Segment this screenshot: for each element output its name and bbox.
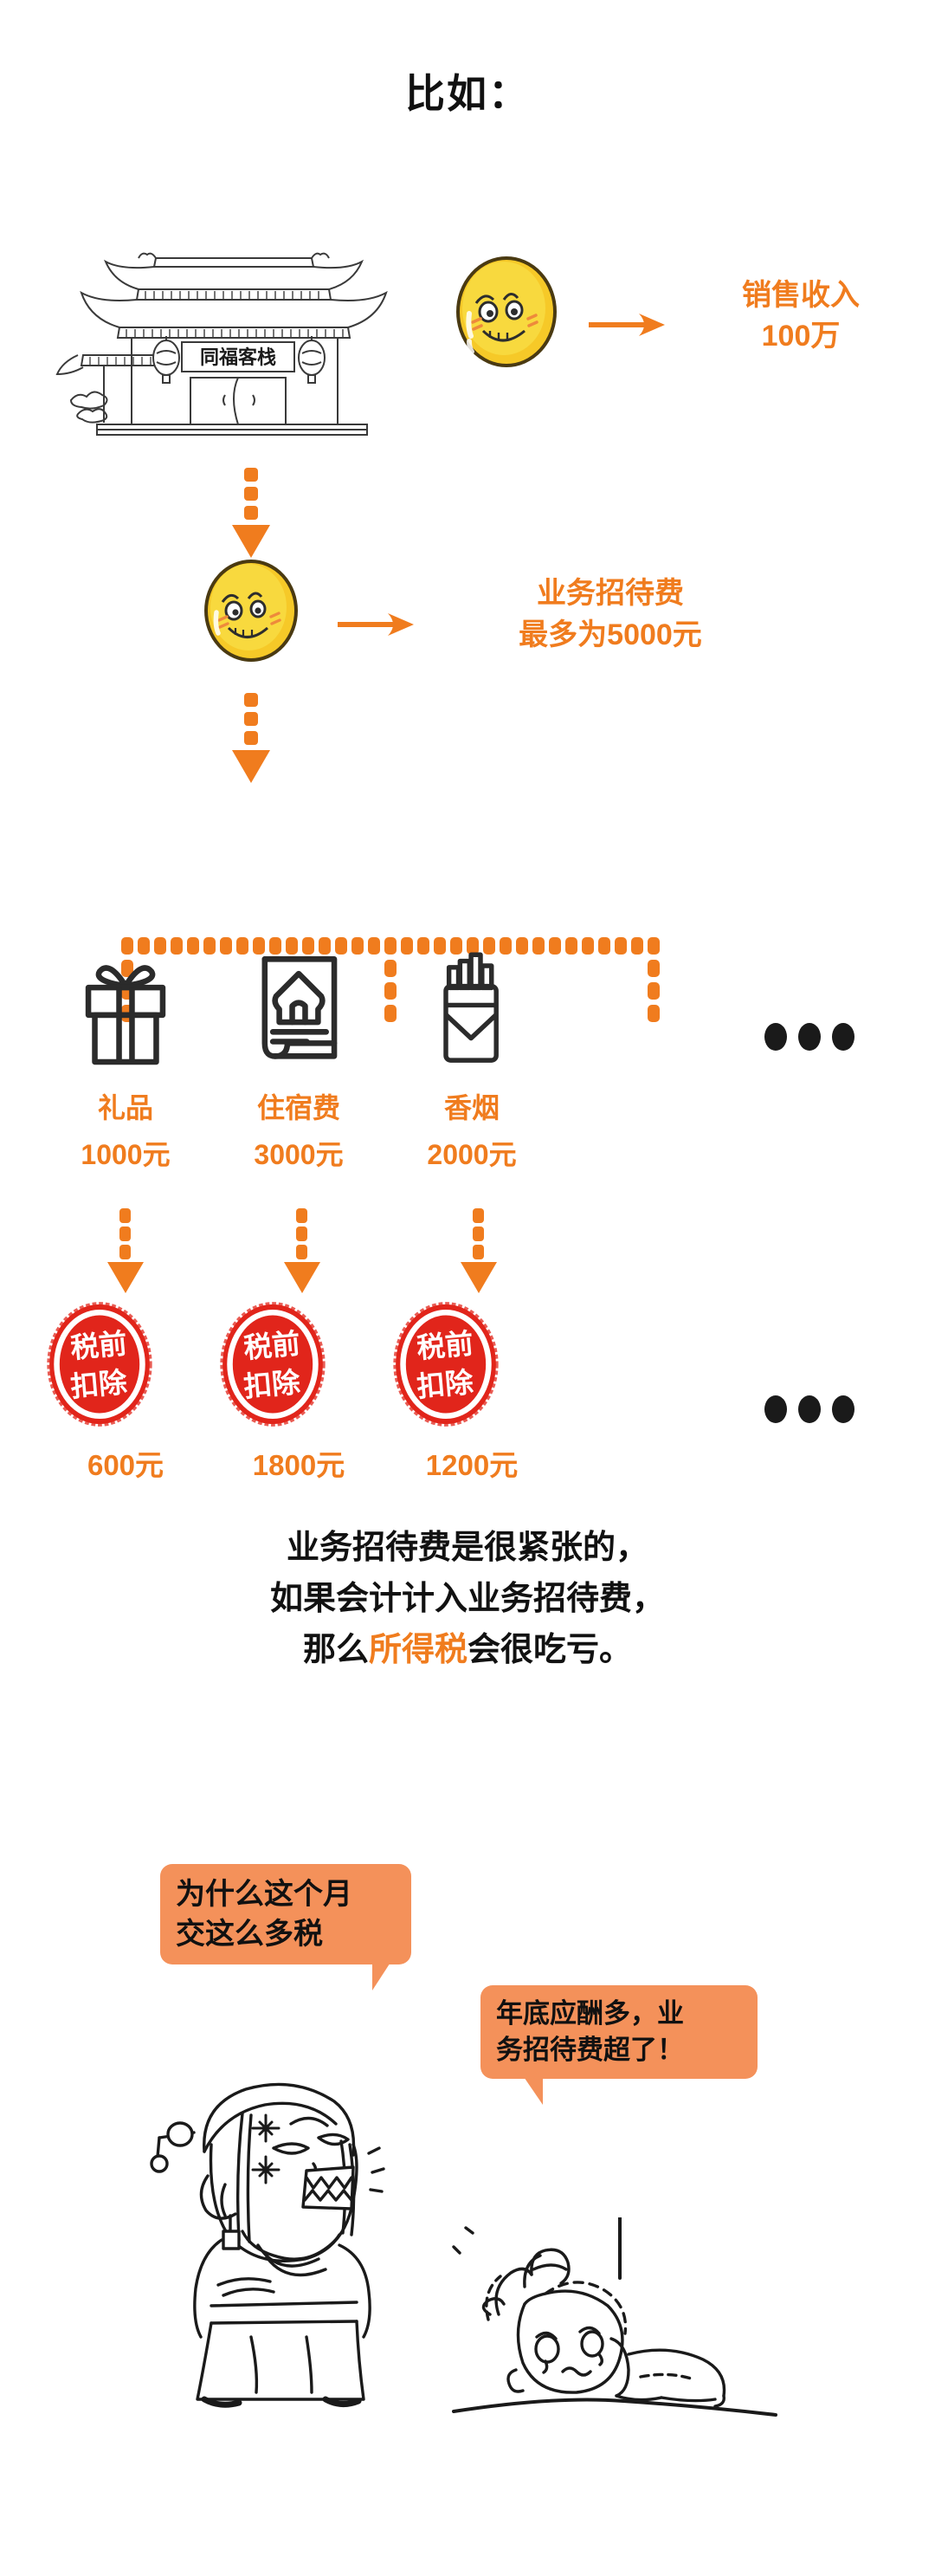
stamp-col-gift: 税前 扣除 600元 <box>39 1295 212 1484</box>
speech-bubble-right-line1: 年底应酬多，业 <box>496 1998 684 2029</box>
stamp-line2: 扣除 <box>242 1366 302 1403</box>
explanation-paragraph: 业务招待费是很紧张的， 如果会计计入业务招待费， 那么所得税会很吃亏。 <box>0 1523 935 1676</box>
expense-item-amount: 1000元 <box>81 1139 171 1170</box>
speech-bubble-right: 年底应酬多，业 务招待费超了！ <box>480 1985 758 2080</box>
speech-bubble-left-line2: 交这么多税 <box>176 1918 323 1951</box>
receipt-house-icon <box>212 944 385 1074</box>
stamp-line1: 税前 <box>242 1327 301 1364</box>
arrow-right-icon-1 <box>589 312 667 338</box>
income-tax-highlight: 所得税 <box>368 1631 468 1668</box>
expense-item-name: 香烟 <box>443 1092 500 1123</box>
paragraph-line3-post: 会很吃亏。 <box>468 1631 633 1668</box>
row-sales-income: 同福客栈 销售收入 <box>0 208 935 468</box>
expense-item-amount: 3000元 <box>254 1139 344 1170</box>
paragraph-line-1: 业务招待费是很紧张的， <box>286 1530 648 1566</box>
entertainment-fee-line1: 业务招待费 <box>537 577 684 610</box>
crying-man-on-table-character <box>450 2217 779 2477</box>
gold-coin-icon-2 <box>199 554 303 667</box>
deduction-amount: 1800元 <box>252 1449 345 1481</box>
gift-box-icon <box>39 944 212 1074</box>
speech-bubble-left: 为什么这个月 交这么多税 <box>160 1864 411 1965</box>
angry-woman-character <box>121 2061 416 2425</box>
speech-bubble-left-tail <box>372 1956 400 1990</box>
expense-item-name: 住宿费 <box>256 1092 340 1123</box>
stamp-line1: 税前 <box>416 1327 474 1364</box>
expense-item-lodging: 住宿费 3000元 <box>212 944 385 1173</box>
dotted-branch-tree <box>0 934 935 1038</box>
sales-income-line1: 销售收入 <box>742 279 860 312</box>
speech-bubble-right-line2: 务招待费超了！ <box>496 2035 684 2066</box>
sales-income-line2: 100万 <box>761 319 841 353</box>
stamp-line2: 扣除 <box>69 1366 129 1403</box>
deduction-amount: 1200元 <box>425 1449 519 1481</box>
entertainment-fee-line2: 最多为5000元 <box>519 618 702 651</box>
gold-coin-icon-1 <box>450 251 563 372</box>
expense-item-gift: 礼品 1000元 <box>39 944 212 1173</box>
paragraph-line-3: 那么所得税会很吃亏。 <box>0 1625 935 1676</box>
page-title: 比如： <box>405 71 530 116</box>
entertainment-fee-label: 业务招待费 最多为5000元 <box>424 573 796 656</box>
arrow-right-icon-2 <box>338 612 416 638</box>
expense-item-amount: 2000元 <box>427 1139 517 1170</box>
expense-item-cigarettes: 香烟 2000元 <box>385 944 558 1173</box>
pretax-deduction-stamp-icon: 税前 扣除 <box>393 1302 499 1427</box>
stamp-line1: 税前 <box>69 1327 128 1364</box>
stamp-col-cigarettes: 税前 扣除 1200元 <box>385 1295 558 1484</box>
dotted-arrows-to-stamps <box>0 1208 935 1304</box>
pretax-deduction-stamps-row: 税前 扣除 600元 税前 扣除 1800元 税前 扣除 1200元 <box>0 1295 935 1520</box>
ellipsis-items <box>762 1022 857 1052</box>
deduction-amount: 600元 <box>87 1449 164 1481</box>
pretax-deduction-stamp-icon: 税前 扣除 <box>220 1302 326 1427</box>
speech-bubble-right-tail <box>515 2072 543 2105</box>
paragraph-line3-pre: 那么 <box>302 1631 369 1668</box>
stamp-line2: 扣除 <box>416 1366 475 1403</box>
chinese-inn-building-icon: 同福客栈 <box>52 217 416 450</box>
stamp-col-lodging: 税前 扣除 1800元 <box>212 1295 385 1484</box>
dotted-connector-1 <box>227 468 275 563</box>
dotted-connector-2 <box>227 693 275 788</box>
expense-items-row: 礼品 1000元 住宿费 3000元 <box>0 944 935 1170</box>
cigarette-pack-icon <box>385 944 558 1074</box>
speech-bubble-left-line1: 为什么这个月 <box>176 1878 352 1911</box>
pretax-deduction-stamp-icon: 税前 扣除 <box>47 1302 152 1427</box>
inn-sign-text: 同福客栈 <box>200 346 276 368</box>
ellipsis-stamps <box>762 1395 857 1424</box>
expense-item-name: 礼品 <box>97 1092 153 1123</box>
paragraph-line-2: 如果会计计入业务招待费， <box>269 1580 665 1617</box>
sales-income-label: 销售收入 100万 <box>675 275 926 357</box>
